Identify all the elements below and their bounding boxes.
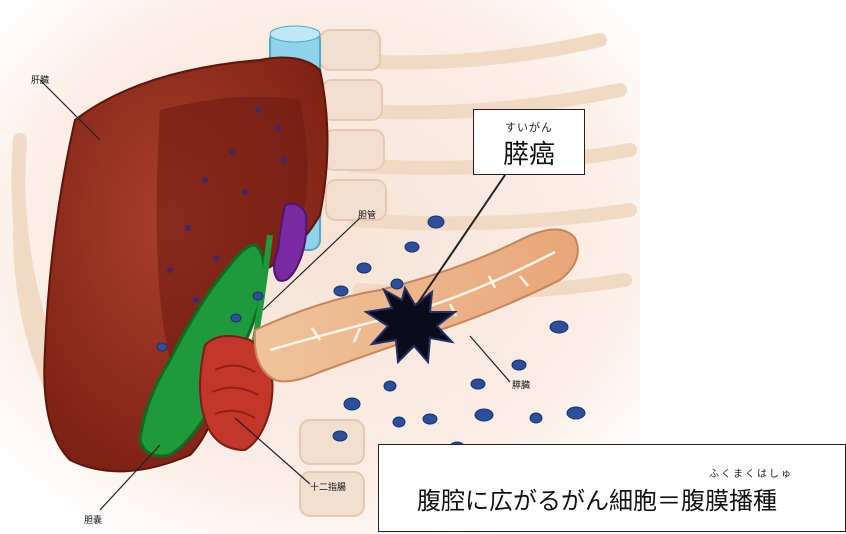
- callout-ruby: すいがん: [474, 119, 584, 135]
- pancreatic-cancer-callout: すいがん 膵癌: [473, 109, 585, 175]
- label-bile-duct: 胆管: [358, 208, 376, 221]
- label-liver: 肝臓: [31, 73, 49, 86]
- peritoneal-dissemination-note: ふくまくはしゅ 腹腔に広がるがん細胞＝腹膜播種: [378, 444, 846, 532]
- label-pancreas: 膵臓: [512, 378, 530, 391]
- vena-cava-top: [270, 26, 320, 42]
- note-text: 腹腔に広がるがん細胞＝腹膜播種: [417, 481, 777, 516]
- callout-title: 膵癌: [474, 134, 584, 171]
- label-duodenum: 十二指腸: [310, 480, 346, 493]
- label-gallbladder: 胆嚢: [84, 513, 102, 526]
- note-ruby: ふくまくはしゅ: [709, 465, 793, 480]
